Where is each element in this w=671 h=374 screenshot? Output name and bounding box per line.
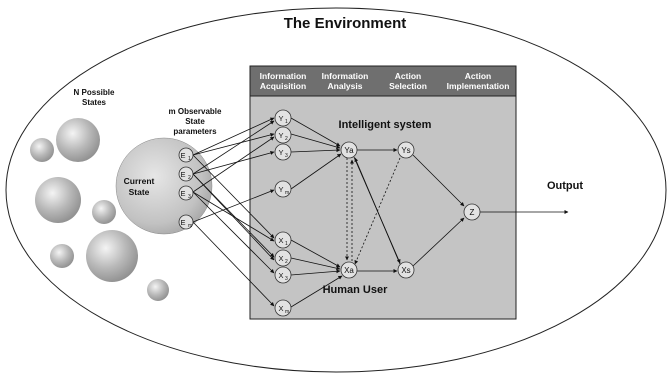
x-node: X 1 (274, 231, 292, 249)
state-sphere (92, 200, 116, 224)
state-sphere (147, 279, 169, 301)
svg-text:Ya: Ya (344, 146, 354, 155)
svg-text:X: X (278, 254, 283, 263)
e-node: E 1 (178, 147, 194, 163)
edge (290, 239, 341, 268)
e-node: E m (178, 214, 194, 230)
edge (192, 154, 275, 239)
edge (290, 275, 343, 308)
y-node: Y 3 (274, 143, 292, 161)
edge (290, 269, 341, 276)
svg-text:1: 1 (285, 119, 288, 125)
stage-implementation-2: Implementation (447, 81, 510, 91)
ys-node: Ys (397, 141, 415, 159)
svg-text:1: 1 (188, 156, 191, 162)
edge (192, 151, 275, 175)
state-sphere (86, 230, 138, 282)
x-node: X m (274, 299, 292, 317)
edge (192, 191, 275, 274)
svg-text:Xa: Xa (344, 266, 354, 275)
stage-header (249, 65, 517, 97)
possible-states-label-2: States (82, 98, 107, 107)
y-node: Y 1 (274, 109, 292, 127)
state-sphere (56, 118, 100, 162)
e-node: E 3 (178, 185, 194, 201)
y-node: Y m (274, 180, 292, 198)
output-label: Output (547, 180, 583, 192)
xs-node: Xs (397, 261, 415, 279)
state-sphere (30, 138, 54, 162)
svg-text:Y: Y (278, 148, 283, 157)
e-node: E 2 (178, 166, 194, 182)
svg-text:X: X (278, 304, 283, 313)
y-node: Y 2 (274, 126, 292, 144)
possible-states-label-1: N Possible (74, 88, 115, 97)
edge (412, 154, 465, 207)
svg-text:Z: Z (470, 208, 475, 217)
edge (354, 157, 401, 265)
observable-label-3: parameters (173, 127, 217, 136)
observable-label-1: m Observable (169, 107, 222, 116)
edge (192, 136, 275, 193)
current-state-sphere (115, 137, 213, 235)
svg-text:m: m (285, 190, 289, 196)
stage-acquisition-2: Acquisition (260, 81, 306, 91)
edge (290, 153, 342, 190)
edge (192, 120, 275, 175)
state-sphere (35, 177, 81, 223)
svg-text:3: 3 (285, 276, 288, 282)
svg-text:m: m (285, 309, 289, 315)
z-node: Z (463, 203, 481, 221)
svg-text:E: E (180, 151, 185, 160)
svg-text:Y: Y (278, 131, 283, 140)
edge (192, 117, 275, 156)
svg-text:Y: Y (278, 114, 283, 123)
stage-acquisition-1: Information (260, 71, 307, 81)
ya-node: Ya (340, 141, 358, 159)
stage-selection-1: Action (395, 71, 421, 81)
svg-text:Xs: Xs (401, 266, 410, 275)
edge (290, 148, 341, 153)
x-node: X 3 (274, 266, 292, 284)
human-user-label: Human User (323, 284, 389, 296)
observable-label-2: State (185, 117, 205, 126)
svg-text:2: 2 (285, 259, 288, 265)
current-state-label-2: State (129, 187, 150, 197)
svg-text:2: 2 (188, 175, 191, 181)
svg-text:X: X (278, 271, 283, 280)
x-node: X 2 (274, 249, 292, 267)
environment-title: The Environment (284, 15, 407, 32)
svg-text:3: 3 (188, 194, 191, 200)
svg-text:1: 1 (285, 241, 288, 247)
edge (192, 132, 275, 156)
xa-node: Xa (340, 261, 358, 279)
svg-text:2: 2 (285, 136, 288, 142)
stage-implementation-1: Action (465, 71, 491, 81)
svg-text:Y: Y (278, 185, 283, 194)
current-state-label-1: Current (124, 176, 155, 186)
svg-text:X: X (278, 236, 283, 245)
svg-text:E: E (180, 189, 185, 198)
edge (192, 173, 275, 261)
svg-text:E: E (180, 218, 185, 227)
svg-text:3: 3 (285, 153, 288, 159)
connection-lines (192, 117, 569, 308)
svg-text:E: E (180, 170, 185, 179)
edge (192, 221, 275, 307)
edge (290, 117, 341, 147)
svg-text:m: m (188, 223, 192, 229)
possible-states-cluster (30, 118, 169, 301)
state-sphere (50, 244, 74, 268)
svg-text:Ys: Ys (401, 146, 410, 155)
intelligent-system-label: Intelligent system (339, 119, 432, 131)
edge (290, 133, 341, 149)
stage-selection-2: Selection (389, 81, 427, 91)
edge (290, 257, 341, 271)
edge (412, 217, 465, 267)
edge (192, 189, 275, 223)
system-panel (249, 65, 517, 320)
stage-analysis-1: Information (322, 71, 369, 81)
stage-analysis-2: Analysis (328, 81, 363, 91)
